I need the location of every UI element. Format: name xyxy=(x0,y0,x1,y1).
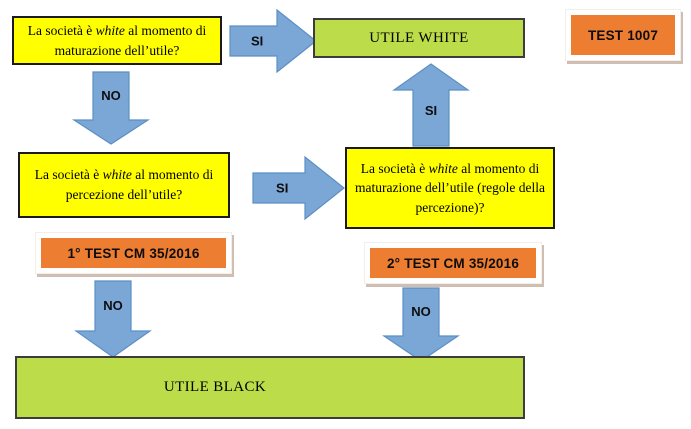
arrow-si-question3-to-utile-white: SI xyxy=(392,63,470,147)
test-cm-1-fill: 1° TEST CM 35/2016 xyxy=(41,238,226,268)
terminal-utile-white[interactable]: UTILE WHITE xyxy=(313,18,525,58)
question-2-text: La società è white al momento di percezi… xyxy=(34,167,214,202)
emphasis-white-2: white xyxy=(102,167,132,183)
decision-box-question-3[interactable]: La società è white al momento di maturaz… xyxy=(345,147,555,229)
emphasis-white-1: white xyxy=(95,22,125,38)
test-1007-fill: TEST 1007 xyxy=(571,15,675,55)
arrow-right-shape-2 xyxy=(252,155,345,221)
test-cm-2-fill: 2° TEST CM 35/2016 xyxy=(370,248,536,278)
decision-box-question-2[interactable]: La società è white al momento di percezi… xyxy=(18,152,230,218)
test-cm-1-label: 1° TEST CM 35/2016 xyxy=(67,245,200,261)
test-cm-2-label: 2° TEST CM 35/2016 xyxy=(386,255,520,271)
emphasis-white-3: white xyxy=(428,160,458,176)
test-1007-label: TEST 1007 xyxy=(587,27,659,43)
arrow-up-shape xyxy=(392,63,470,147)
utile-white-label: UTILE WHITE xyxy=(369,29,469,46)
arrow-no-question3-to-utile-black: NO xyxy=(382,287,460,362)
utile-black-label: UTILE BLACK xyxy=(163,379,267,395)
arrow-si-question1-to-utile-white: SI xyxy=(229,8,317,74)
arrow-down-shape xyxy=(71,71,151,145)
arrow-down-shape-3 xyxy=(382,287,460,362)
arrow-no-question1-to-question2: NO xyxy=(71,71,151,145)
arrow-no-question2-to-utile-black: NO xyxy=(74,280,152,358)
annotation-test-cm-2[interactable]: 2° TEST CM 35/2016 xyxy=(364,242,542,284)
question-1-text: La società è white al momento di maturaz… xyxy=(27,22,207,58)
arrow-si-question2-to-question3: SI xyxy=(252,155,345,221)
annotation-test-cm-1[interactable]: 1° TEST CM 35/2016 xyxy=(35,232,232,274)
terminal-utile-black[interactable]: UTILE BLACK xyxy=(15,356,525,419)
decision-box-question-1[interactable]: La società è white al momento di maturaz… xyxy=(12,16,222,65)
arrow-down-shape-2 xyxy=(74,280,152,358)
question-3-text: La società è white al momento di maturaz… xyxy=(354,160,546,215)
annotation-test-1007[interactable]: TEST 1007 xyxy=(565,9,681,61)
arrow-right-shape xyxy=(229,8,317,74)
